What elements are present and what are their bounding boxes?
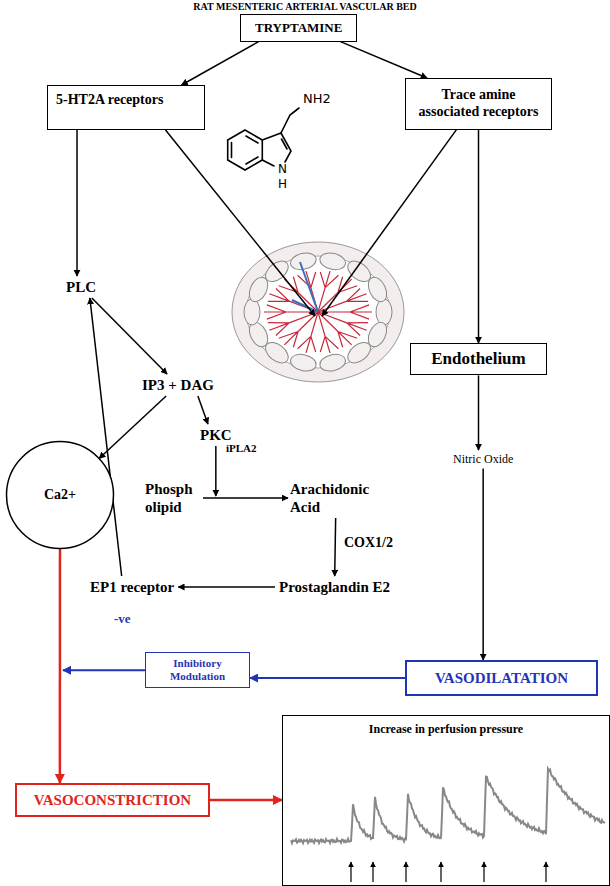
- receptor-box: Trace amine associated receptors: [405, 78, 552, 130]
- node-text: Arachidonic Acid: [290, 480, 382, 516]
- enzyme-label: COX1/2: [343, 535, 394, 550]
- circle-outline: [7, 442, 114, 549]
- sign-label: -ve: [113, 612, 132, 626]
- dose-arrow: [545, 862, 546, 882]
- connector-arrow: [482, 468, 484, 660]
- tissue-box: Endothelium: [410, 343, 547, 375]
- inhibition-arrow: [63, 669, 145, 671]
- pathway-step: EP1 receptor: [86, 576, 178, 598]
- target-arrow: [322, 130, 456, 316]
- node-text: Nitric Oxide: [453, 452, 513, 466]
- pathway-step: Phosph olipid: [143, 478, 203, 518]
- pathway-step: Prostaglandin E2: [275, 576, 394, 598]
- stimulus-box: TRYPTAMINE: [240, 14, 357, 42]
- connector-arrow: [198, 396, 208, 424]
- node-text: 5-HT2A receptors: [56, 92, 196, 109]
- gut-loop: [318, 251, 347, 272]
- effect-box: VASODILATATION: [405, 660, 598, 696]
- mesenteric-artery: [318, 305, 372, 319]
- atom-label: H: [277, 178, 288, 191]
- mesentery-illustration: [232, 242, 404, 382]
- dose-arrow: [372, 862, 373, 882]
- gut-loop: [244, 299, 260, 325]
- benzene-ring: [228, 130, 263, 170]
- node-text: VASODILATATION: [414, 669, 589, 687]
- pressure-trace-plot: [283, 716, 610, 886]
- connector-arrow: [92, 298, 167, 374]
- node-text: Phosph olipid: [145, 480, 201, 516]
- node-text: IP3 + DAG: [142, 376, 214, 394]
- mesenteric-artery: [318, 288, 368, 312]
- receptor-box: 5-HT2A receptors: [47, 85, 205, 130]
- connector-arrow: [478, 375, 480, 450]
- node-text: Increase in perfusion pressure: [289, 722, 603, 736]
- pathway-step: PLC: [62, 276, 100, 298]
- mesentery-area: [246, 256, 390, 368]
- gut-loop: [318, 352, 347, 373]
- node-text: Prostaglandin E2: [279, 578, 390, 596]
- modulation-box: Inhibitory Modulation: [145, 652, 250, 688]
- connector-arrow: [59, 549, 62, 784]
- node-text: VASOCONSTRICTION: [23, 791, 202, 809]
- pyrrole-ring: [262, 133, 291, 166]
- connector-arrow: [340, 42, 427, 78]
- intestine-outline: [232, 242, 404, 382]
- gut-loop: [365, 274, 391, 304]
- node-text: Ca2+: [44, 487, 76, 504]
- node-text: PLC: [66, 278, 96, 296]
- dose-arrow: [405, 862, 406, 882]
- connector-arrow: [203, 497, 288, 499]
- node-text: TRYPTAMINE: [255, 20, 342, 36]
- pressure-trace: [291, 769, 605, 843]
- gut-loop: [376, 299, 392, 325]
- double-bond: [282, 139, 288, 149]
- connector-arrow: [334, 518, 336, 576]
- pathway-step: IP3 + DAG: [138, 374, 218, 396]
- mesenteric-artery: [264, 305, 318, 319]
- dose-arrow: [350, 862, 351, 882]
- connector-arrow: [178, 586, 275, 588]
- dose-arrow: [440, 862, 441, 882]
- node-text: EP1 receptor: [90, 578, 174, 596]
- atom-label: NH2: [302, 92, 332, 106]
- node-text: Trace amine associated receptors: [414, 87, 543, 121]
- tryptamine-structure: [228, 108, 299, 170]
- connector-arrow: [182, 42, 259, 85]
- connector-arrow: [210, 799, 282, 802]
- target-arrow: [166, 130, 316, 316]
- mesenteric-artery: [318, 312, 368, 336]
- diagram-title: RAT MESENTERIC ARTERIAL VASCULAR BED: [0, 1, 610, 12]
- pkc-arrow: [215, 446, 217, 496]
- dose-arrow: [483, 862, 484, 882]
- effect-box: VASOCONSTRICTION: [15, 783, 210, 817]
- mesenteric-artery: [279, 312, 318, 347]
- node-text: Endothelium: [416, 349, 541, 369]
- atom-label: N: [277, 163, 288, 176]
- connector-arrow: [478, 130, 480, 343]
- enzyme-label: iPLA2: [225, 442, 258, 454]
- connector-arrow: [99, 396, 166, 459]
- connector-arrow: [76, 130, 78, 276]
- pathway-step: Nitric Oxide: [450, 450, 516, 468]
- mesenteric-artery: [318, 312, 338, 353]
- gut-loop: [289, 352, 318, 373]
- node-text: Inhibitory Modulation: [150, 657, 245, 683]
- ethylamine-chain: [281, 108, 299, 133]
- double-bond: [232, 136, 259, 164]
- pathway-step: Arachidonic Acid: [288, 478, 384, 518]
- calcium-circle: Ca2+: [5, 440, 115, 550]
- connector-arrow: [250, 677, 405, 679]
- chart-panel: Increase in perfusion pressure: [282, 715, 610, 886]
